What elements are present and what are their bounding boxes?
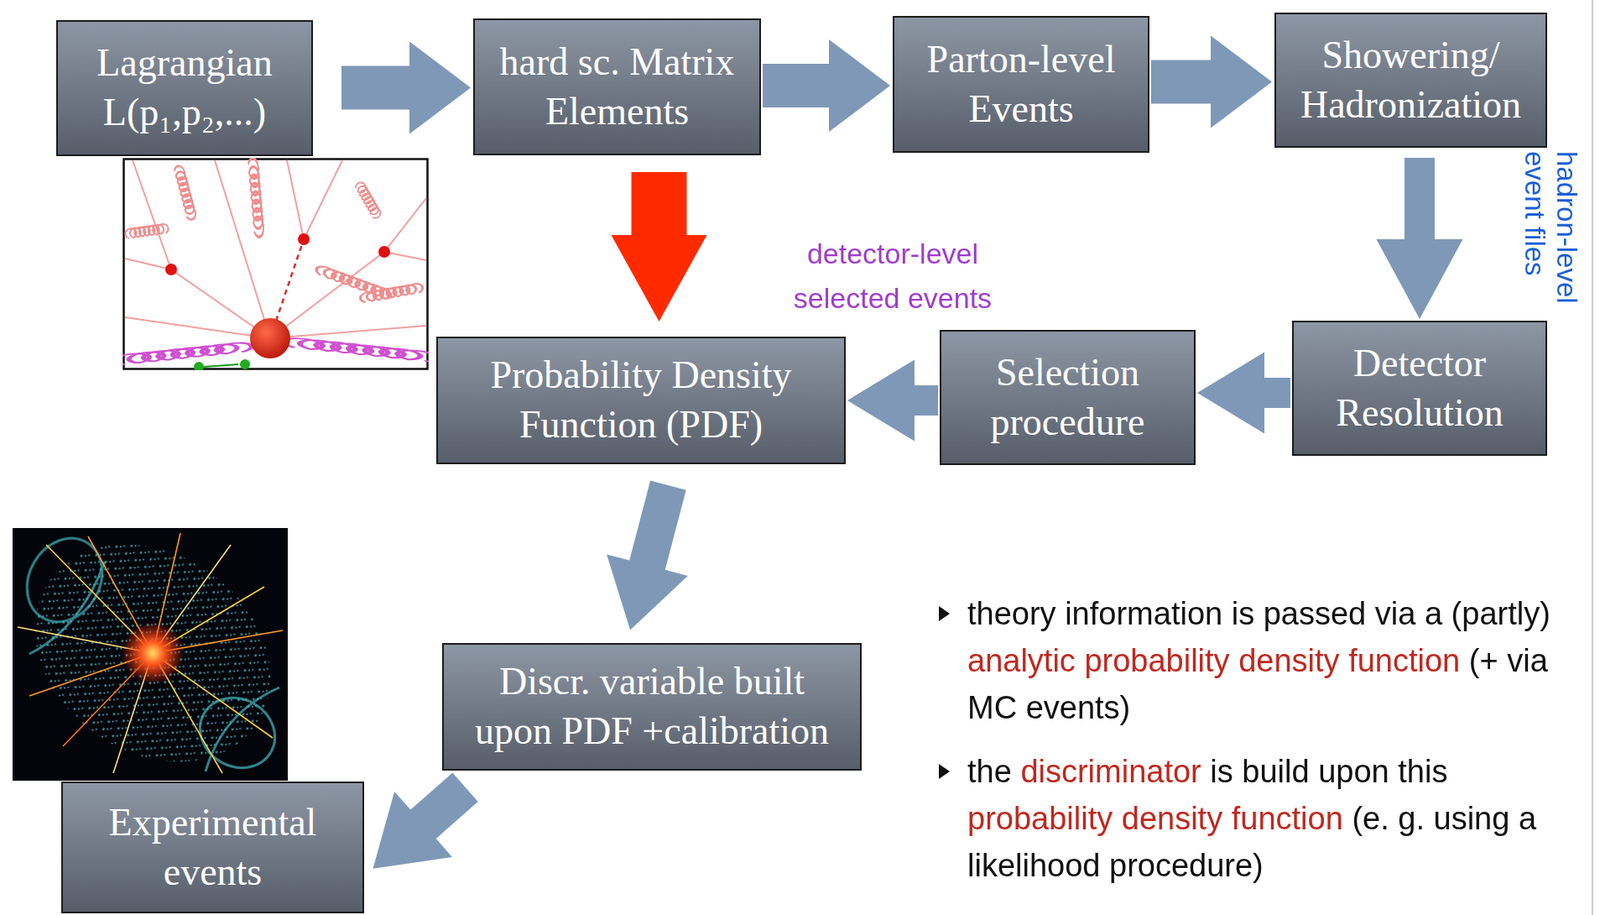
flow-arrow xyxy=(1151,36,1272,129)
process-box: Lagrangian L(p₁,p₂,...) xyxy=(56,20,313,157)
gluon-coils xyxy=(125,157,424,303)
process-box: Discr. variable built upon PDF +calibrat… xyxy=(442,642,862,771)
box-text: hard sc. Matrix Elements xyxy=(493,37,741,137)
process-box: Detector Resolution xyxy=(1292,320,1548,456)
bullet-item: the discriminator is build upon this pro… xyxy=(937,747,1590,889)
box-text: Probability Density Function (PDF) xyxy=(456,350,826,450)
emphasis-text: discriminator xyxy=(1020,753,1201,789)
box-text: Detector Resolution xyxy=(1312,338,1528,438)
box-text: Showering/ Hadronization xyxy=(1294,31,1528,131)
flow-arrow xyxy=(373,772,479,869)
feynman-illustration xyxy=(122,157,429,371)
emphasis-text: analytic probability density function xyxy=(967,642,1460,678)
process-box: hard sc. Matrix Elements xyxy=(473,18,761,156)
process-box: Showering/ Hadronization xyxy=(1274,12,1548,148)
event-display xyxy=(12,527,288,781)
note-label: hadron-level event files xyxy=(1518,151,1583,316)
illustration-frame xyxy=(124,159,428,370)
bullet-list: theory information is passed via a (part… xyxy=(937,589,1590,906)
particle-lines xyxy=(125,160,427,339)
vertex-dots xyxy=(165,233,391,276)
flow-arrow xyxy=(1197,352,1291,434)
note-label: detector-level selected events xyxy=(766,231,1019,320)
collision-glow xyxy=(120,620,185,685)
box-text: Experimental events xyxy=(81,797,344,897)
box-text: Selection procedure xyxy=(959,348,1176,448)
note-label: detector-level selected events xyxy=(793,237,992,314)
bullet-marker xyxy=(938,763,951,779)
box-text: Parton-level Events xyxy=(912,35,1130,135)
flow-arrow xyxy=(606,480,688,631)
emphasis-text: probability density function xyxy=(967,800,1344,836)
process-box: Experimental events xyxy=(61,781,365,913)
particle-tracks xyxy=(17,532,283,773)
process-box: Probability Density Function (PDF) xyxy=(436,336,846,464)
flow-arrow xyxy=(847,359,939,442)
flow-arrow xyxy=(611,171,708,322)
process-box: Parton-level Events xyxy=(892,15,1150,153)
hit-cloud xyxy=(12,527,288,781)
green-particles xyxy=(193,359,251,371)
bullet-item: theory information is passed via a (part… xyxy=(937,589,1590,731)
border-line xyxy=(1591,0,1594,915)
flow-arrow xyxy=(1376,157,1464,319)
bullet-text: theory information is passed via a (part… xyxy=(967,595,1551,631)
bullet-text: the xyxy=(967,753,1012,789)
flow-arrow xyxy=(341,41,471,135)
note-label: hadron-level event files xyxy=(1519,151,1583,304)
vertex-blob xyxy=(250,317,291,359)
detector-rings xyxy=(12,527,288,781)
bullet-text: is build upon this xyxy=(1209,753,1448,789)
box-text: Lagrangian L(p₁,p₂,...) xyxy=(76,38,293,138)
box-text: Discr. variable built upon PDF +calibrat… xyxy=(462,656,842,756)
process-box: Selection procedure xyxy=(939,329,1196,465)
flow-arrow xyxy=(762,39,891,132)
bullet-marker xyxy=(938,605,951,621)
